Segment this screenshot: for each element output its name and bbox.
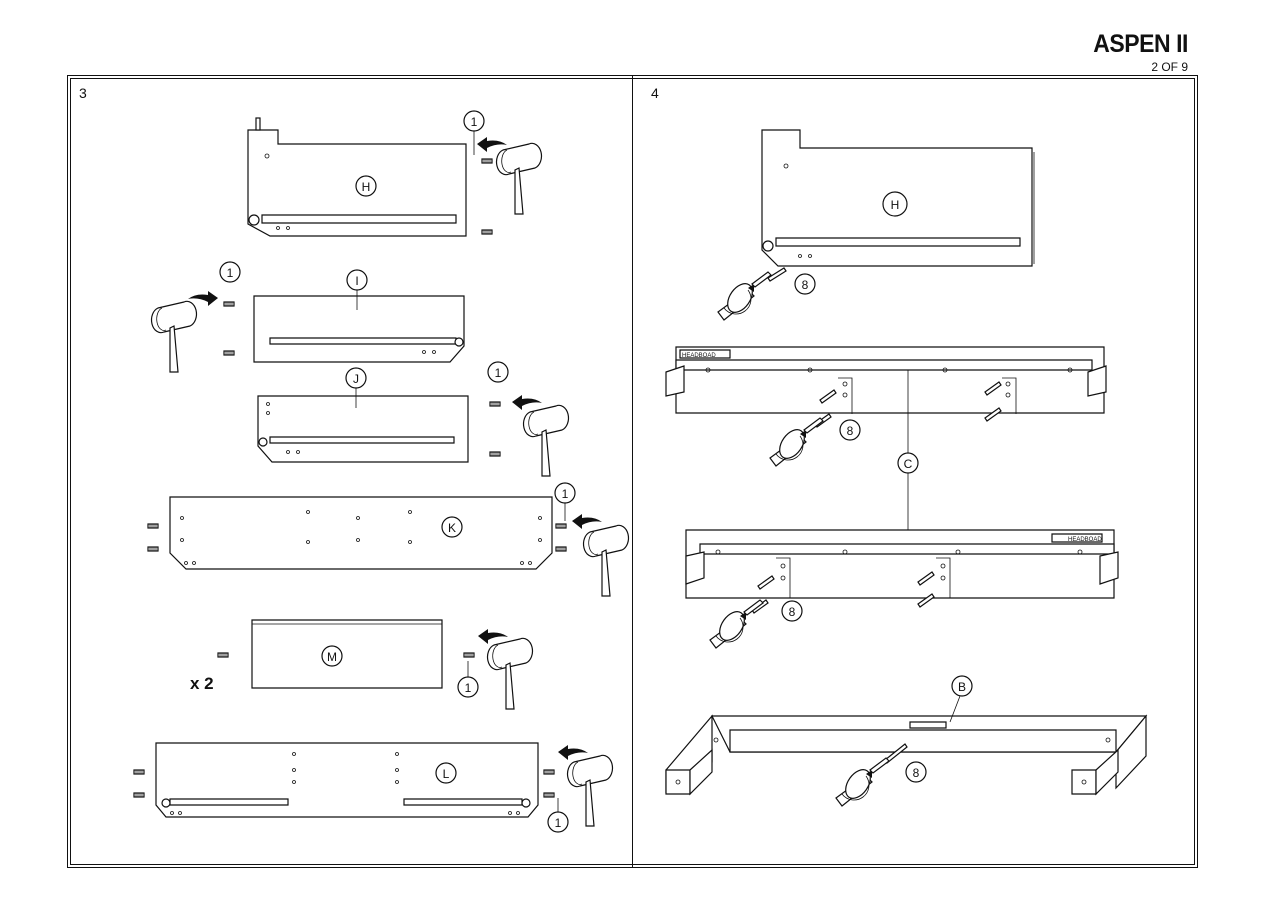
svg-text:8: 8 [789, 605, 796, 619]
svg-text:1: 1 [471, 115, 478, 129]
step-number-3: 3 [79, 85, 87, 101]
svg-text:HEADBOAD: HEADBOAD [682, 353, 716, 359]
svg-text:I: I [355, 274, 358, 288]
svg-text:H: H [891, 198, 900, 212]
part-l: L 1 [133, 742, 614, 833]
svg-text:J: J [353, 372, 359, 386]
part-m: M 1 [217, 619, 534, 710]
svg-text:M: M [327, 650, 337, 664]
svg-text:H: H [362, 180, 371, 194]
svg-text:C: C [904, 457, 913, 471]
svg-text:B: B [958, 680, 966, 694]
part-i: I 1 [150, 261, 465, 373]
product-title: ASPEN II [1093, 30, 1188, 58]
svg-text:8: 8 [847, 424, 854, 438]
headboard-rail-bottom: HEADBOAD 8 [685, 529, 1119, 649]
svg-text:K: K [448, 521, 456, 535]
part-h: H 1 [247, 110, 543, 237]
panel-divider [632, 75, 633, 868]
svg-text:L: L [443, 767, 450, 781]
page-number: 2 OF 9 [1151, 60, 1188, 74]
svg-text:HEADBOAD: HEADBOAD [1068, 537, 1102, 543]
step-number-4: 4 [651, 85, 659, 101]
step4-part-h: H 8 [717, 129, 1035, 321]
svg-text:1: 1 [227, 266, 234, 280]
footboard-assembly-b: B 8 [665, 675, 1148, 807]
part-j: J 1 [257, 361, 570, 477]
svg-text:8: 8 [913, 766, 920, 780]
quantity-note: x 2 [190, 674, 214, 693]
headboard-rail-top: HEADBOAD 8 [665, 346, 1107, 467]
svg-text:1: 1 [495, 366, 502, 380]
svg-text:1: 1 [465, 681, 472, 695]
svg-text:1: 1 [562, 487, 569, 501]
svg-text:1: 1 [555, 816, 562, 830]
svg-text:8: 8 [802, 278, 809, 292]
part-k: K 1 [147, 482, 630, 597]
center-rail-c: C [897, 370, 919, 538]
